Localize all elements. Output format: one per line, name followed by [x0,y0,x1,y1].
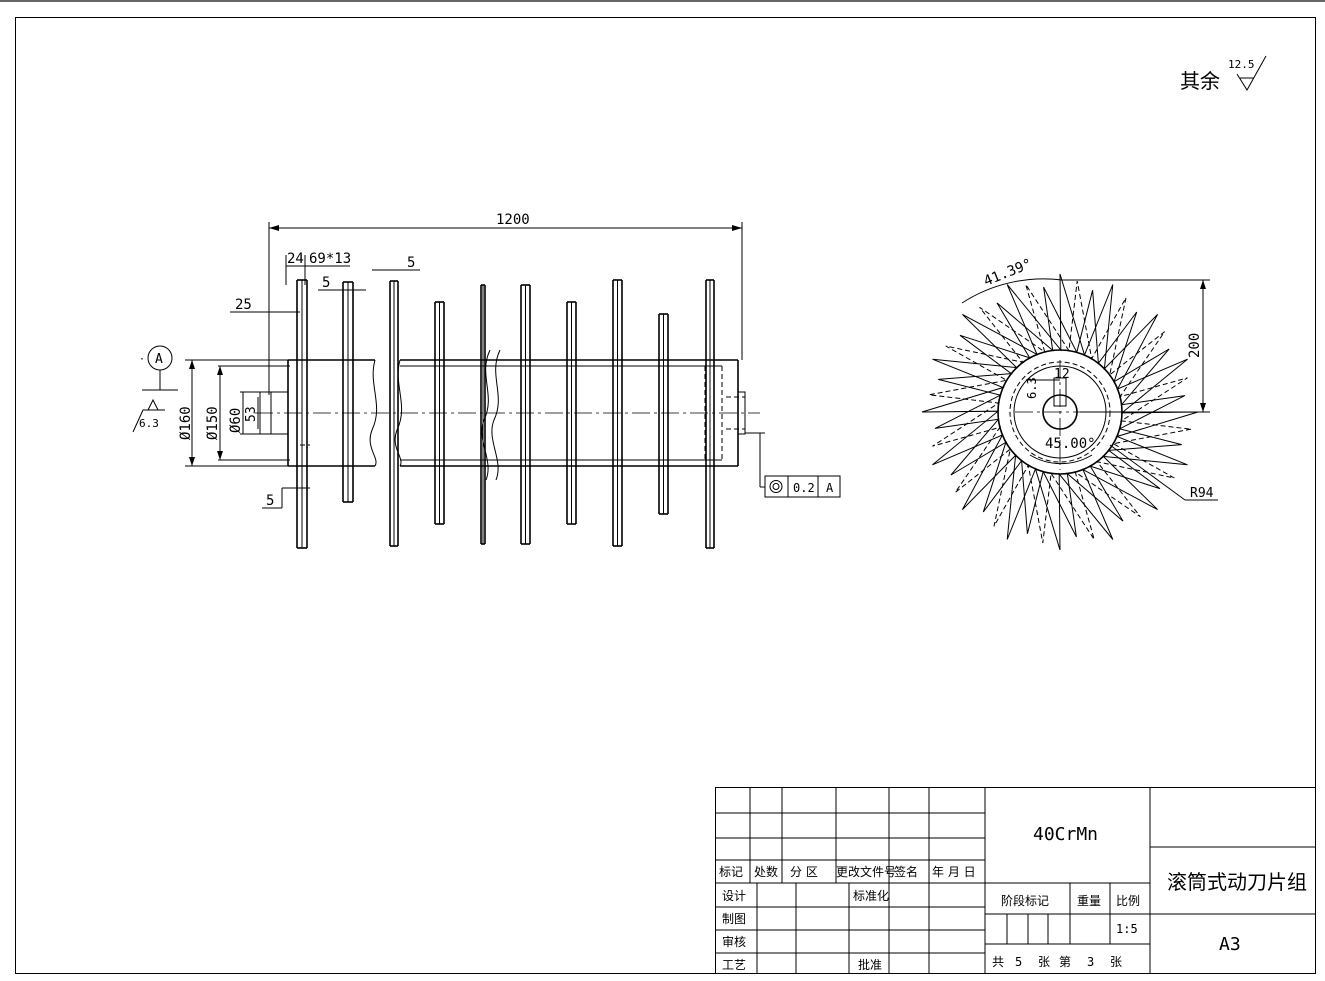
svg-text:处数: 处数 [754,864,778,879]
blade-discs [296,279,715,549]
svg-text:1:5: 1:5 [1116,922,1138,936]
svg-text:R94: R94 [1190,486,1214,501]
blade-star-outline [934,286,1186,538]
svg-text:Ø150: Ø150 [205,406,221,440]
svg-text:45.00°: 45.00° [1045,436,1096,452]
svg-text:40CrMn: 40CrMn [1033,824,1098,845]
svg-text:Ø60: Ø60 [228,408,244,433]
blade-star-outline [929,281,1191,543]
dim-pitch: 24 69*13 [285,251,351,285]
svg-text:第: 第 [1059,955,1071,969]
svg-text:Ø160: Ø160 [178,406,194,440]
roughness-note: 其余 12.5 [1180,55,1267,93]
svg-text:滚筒式动刀片组: 滚筒式动刀片组 [1167,870,1307,894]
svg-text:5: 5 [407,255,415,271]
svg-text:分 区: 分 区 [790,865,818,879]
svg-text:阶段标记: 阶段标记 [1001,893,1049,908]
svg-text:工艺: 工艺 [722,958,746,972]
svg-text:年 月 日: 年 月 日 [932,865,976,879]
svg-text:69*13: 69*13 [309,251,351,267]
dim-overall-length: 1200 [268,212,743,395]
svg-text:5: 5 [1015,955,1022,969]
svg-text:3: 3 [1087,955,1094,969]
svg-text:标记: 标记 [719,865,743,879]
drawing-frame [15,17,1316,974]
dim-thickness-top: 5 5 [318,255,420,291]
dim-thickness-bottom: 5 [262,487,310,509]
svg-text:张: 张 [1110,955,1122,969]
svg-text:重量: 重量 [1077,894,1101,908]
svg-text:其余: 其余 [1180,69,1220,93]
svg-text:更改文件号: 更改文件号 [836,864,896,879]
svg-text:标准化: 标准化 [853,889,889,903]
svg-text:25: 25 [235,297,252,313]
svg-text:设计: 设计 [722,889,746,903]
svg-text:6.3: 6.3 [1025,377,1039,399]
blade-star-pattern [921,273,1199,551]
svg-text:签名: 签名 [894,864,918,879]
concentricity-tolerance-frame: 0.2 A [764,475,841,498]
svg-text:12.5: 12.5 [1228,58,1255,71]
svg-text:批准: 批准 [858,957,882,972]
svg-text:审核: 审核 [722,934,746,949]
svg-text:0.2: 0.2 [793,481,815,495]
svg-text:6.3: 6.3 [139,417,159,430]
svg-text:张: 张 [1038,955,1050,969]
dim-offset-25: 25 [230,297,300,313]
svg-text:比例: 比例 [1116,894,1140,908]
svg-text:53: 53 [244,406,259,422]
title-block: 标记 处数 分 区 更改文件号 签名 年 月 日 设计 标准化 制图 审核 工艺… [715,787,1316,974]
front-view: 1200 24 69*13 5 5 25 5 [132,212,841,549]
svg-text:A: A [155,352,163,367]
svg-text:·: · [139,354,145,365]
dim-diameters: Ø160 Ø150 Ø60 53 [178,359,290,467]
svg-text:共: 共 [992,955,1004,969]
svg-text:A3: A3 [1219,934,1241,955]
svg-text:1200: 1200 [496,212,530,228]
svg-text:制图: 制图 [722,912,746,926]
shaft-body [259,349,765,488]
blade-star-outline [921,273,1199,551]
side-view: 200 41.39° 45.00° 12 6.3 R94 [921,256,1218,551]
svg-text:24: 24 [287,251,304,267]
svg-text:200: 200 [1187,333,1203,358]
svg-text:5: 5 [322,275,330,291]
svg-text:A: A [826,481,834,495]
svg-text:12: 12 [1054,367,1070,382]
svg-text:5: 5 [266,493,274,509]
datum-a-symbol: A · 6.3 [132,345,178,433]
